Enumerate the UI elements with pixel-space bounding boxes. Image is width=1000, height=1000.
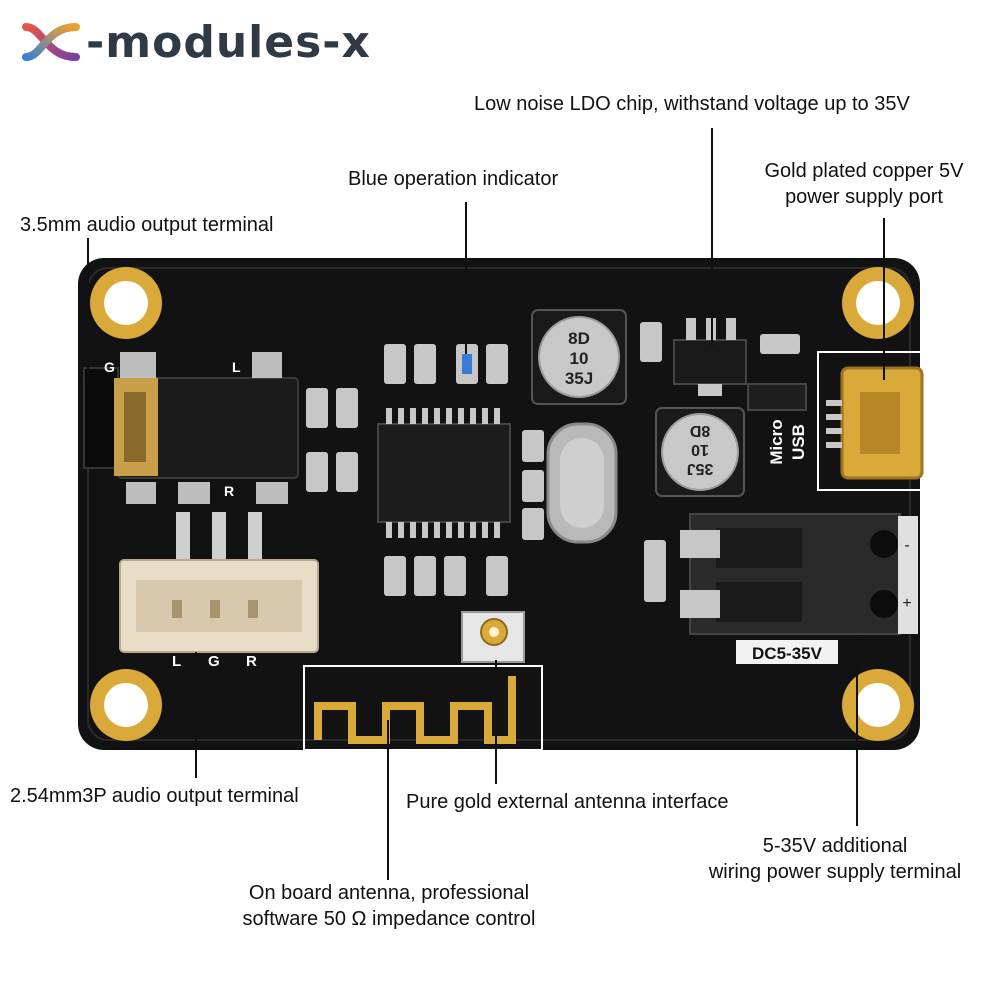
callout-audio-35mm: 3.5mm audio output terminal — [20, 214, 274, 236]
mounting-hole-top-left — [90, 267, 162, 339]
x-logo-icon — [22, 23, 80, 61]
pcb-trace-antenna — [314, 676, 516, 744]
mounting-hole-bottom-right — [842, 669, 914, 741]
callout-dc-terminal: 5-35V additional wiring power supply ter… — [680, 833, 990, 885]
header-silk-g: G — [208, 653, 220, 670]
callout-audio-254: 2.54mm3P audio output terminal — [10, 785, 299, 807]
leader-indicator — [465, 202, 467, 354]
header-silk-r: R — [246, 653, 257, 670]
callout-indicator: Blue operation indicator — [348, 168, 559, 190]
antenna-silk-outline — [303, 665, 543, 751]
leader-audio-35mm — [87, 238, 89, 378]
cap2-label-3: 8D — [690, 422, 710, 439]
mounting-hole-bottom-left — [90, 669, 162, 741]
leader-audio-254 — [195, 652, 197, 778]
callout-onboard-antenna-line1: On board antenna, professional — [248, 882, 530, 904]
leader-onboard-antenna — [387, 720, 389, 880]
mounting-hole-top-right — [842, 267, 914, 339]
leader-antenna-interface — [495, 660, 497, 784]
silk-usb-line2: USB — [789, 424, 808, 460]
cap2-label-1: 35J — [687, 460, 714, 477]
callout-dc-terminal-line2: wiring power supply terminal — [708, 861, 962, 883]
blue-led-indicator — [462, 354, 472, 374]
brand-name: -modules-x — [86, 16, 371, 68]
callout-usb-port-line1: Gold plated copper 5V — [764, 160, 964, 182]
leader-dc-terminal — [856, 636, 858, 826]
silk-plus: + — [902, 595, 911, 612]
ldo-chip — [673, 318, 747, 396]
leader-usb-port — [883, 218, 885, 380]
callout-antenna-interface: Pure gold external antenna interface — [406, 791, 729, 813]
cap1-label-1: 8D — [568, 329, 590, 348]
audio-jack-35mm — [83, 352, 299, 504]
micro-usb-port — [826, 366, 924, 480]
silk-usb-line1: Micro — [767, 419, 786, 464]
header-3pin — [119, 512, 319, 653]
silk-dc: DC5-35V — [752, 644, 823, 663]
callout-ldo: Low noise LDO chip, withstand voltage up… — [474, 93, 910, 115]
ufl-antenna-connector — [461, 611, 525, 663]
diode — [747, 383, 807, 411]
cap1-label-3: 35J — [565, 369, 593, 388]
cap1-label-2: 10 — [570, 349, 589, 368]
main-ic-chip — [377, 408, 511, 538]
capacitor-right — [655, 407, 745, 497]
header-silk-l: L — [172, 653, 181, 670]
silk-r: R — [224, 483, 234, 499]
callout-onboard-antenna-line2: software 50 Ω impedance control — [242, 908, 536, 930]
callout-dc-terminal-line1: 5-35V additional — [762, 835, 908, 857]
callout-onboard-antenna: On board antenna, professional software … — [214, 880, 564, 932]
callout-usb-port: Gold plated copper 5V power supply port — [744, 158, 984, 210]
capacitor-top — [531, 309, 627, 405]
silk-l: L — [232, 359, 241, 375]
smd-components — [306, 322, 800, 602]
callout-usb-port-line2: power supply port — [785, 186, 943, 208]
silk-g: G — [104, 359, 115, 375]
cap2-label-2: 10 — [691, 441, 709, 458]
silk-minus: - — [904, 537, 909, 554]
dc-screw-terminal — [680, 513, 918, 635]
leader-ldo — [711, 128, 713, 346]
dc-silk-box — [736, 640, 838, 664]
brand-logo: -modules-x — [22, 12, 371, 72]
